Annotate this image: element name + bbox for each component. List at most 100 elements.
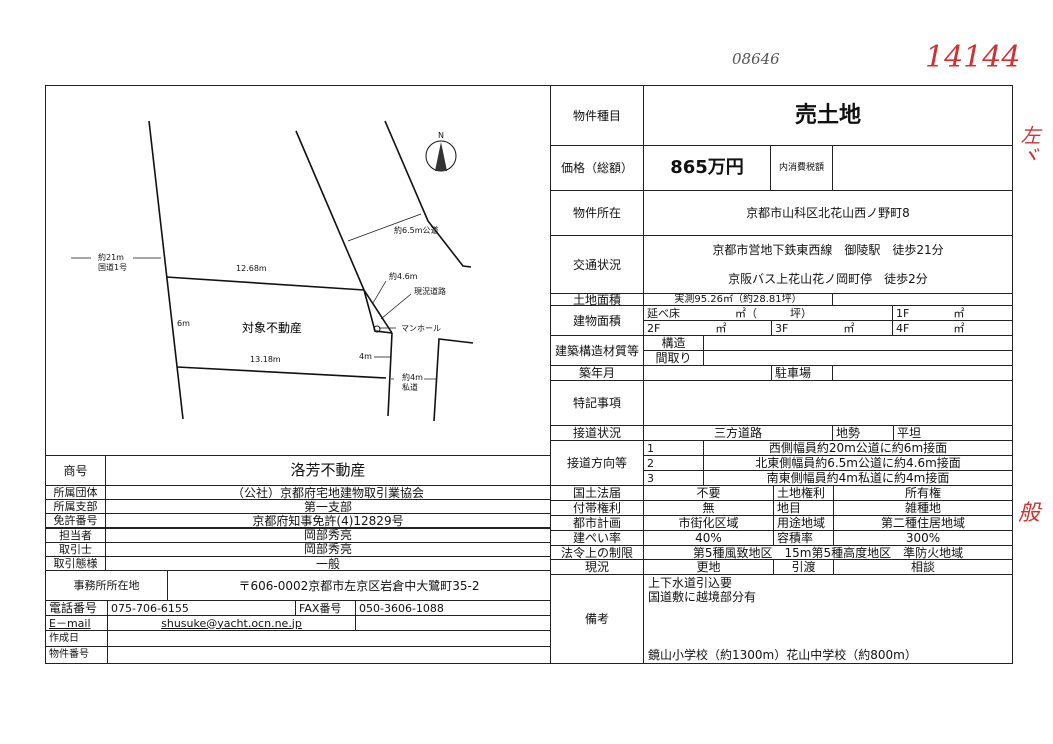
parking-label: 駐車場 xyxy=(771,365,833,381)
remarks-label: 備考 xyxy=(550,574,644,664)
grid-label: 都市計画 xyxy=(550,515,644,531)
agent-row-value: 岡部秀亮 xyxy=(105,541,551,557)
grid-value: 不要 xyxy=(643,485,774,501)
floor-1f: 1F ㎡ xyxy=(892,305,1013,321)
layout-value xyxy=(703,350,1013,366)
property-type: 売土地 xyxy=(643,85,1013,146)
handwritten-note: 左ヾ xyxy=(1017,125,1041,165)
created-value xyxy=(107,630,551,647)
number-value xyxy=(107,646,551,664)
grid-label: 付帯権利 xyxy=(550,500,644,516)
parking-value xyxy=(832,365,1013,381)
grid-label: 国土法届 xyxy=(550,485,644,501)
north-label: N xyxy=(438,131,444,140)
label-bottom-length: 13.18m xyxy=(250,355,281,364)
agent-name: 洛芳不動産 xyxy=(105,455,551,486)
agent-row-label: 所属支部 xyxy=(45,499,106,515)
road-dir-label: 接道方向等 xyxy=(550,440,644,486)
grid-label: 建ぺい率 xyxy=(550,530,644,546)
agent-name-label: 商号 xyxy=(45,455,106,486)
legal-restrictions: 第5種風致地区 15m第5種高度地区 準防火地域 xyxy=(643,545,1013,560)
manhole-icon xyxy=(373,325,381,333)
road-status: 三方道路 xyxy=(643,425,833,441)
office-label: 事務所所在地 xyxy=(45,570,168,601)
legal-label: 法令上の制限 xyxy=(550,545,644,560)
road-desc: 北東側幅員約6.5m公道に約4.6m接面 xyxy=(703,455,1013,471)
grid-value: 所有権 xyxy=(833,485,1013,501)
status-label: 現況 xyxy=(550,559,644,575)
tax-label: 内消費税額 xyxy=(770,145,833,191)
tel-label: 電話番号 xyxy=(45,600,108,616)
handwritten-ref: 08646 xyxy=(732,50,780,68)
agent-row-label: 担当者 xyxy=(45,527,106,543)
handwritten-general: 般 xyxy=(1018,501,1041,526)
label-se-side: 4m xyxy=(359,352,372,361)
road-desc: 南東側幅員約4m私道に約4m接面 xyxy=(703,470,1013,486)
label-frontage-ne: 約4.6m xyxy=(389,271,418,281)
floor-4f: 4F ㎡ xyxy=(892,320,1013,336)
special-value xyxy=(643,380,1013,426)
site-map-panel: N 約6.5m公道 約21m 国道1号 12.68m 約4.6m 現況道路 マン… xyxy=(45,85,551,456)
grid-value: 第二種住居地域 xyxy=(833,515,1013,531)
agent-row-value: （公社）京都府宅地建物取引業協会 xyxy=(105,485,551,500)
tax-value xyxy=(832,145,1013,191)
remarks: 上下水道引込要 国道敷に越境部分有 鏡山小学校（約1300m）花山中学校（約80… xyxy=(643,574,1013,664)
location: 京都市山科区北花山西ノ野町8 xyxy=(643,190,1013,236)
email-link[interactable]: shusuke@yacht.ocn.ne.jp xyxy=(107,615,356,631)
label-road-se-width: 約4m xyxy=(402,372,423,382)
label-subject-property: 対象不動産 xyxy=(242,320,302,335)
built-label: 築年月 xyxy=(550,365,644,381)
type-label: 物件種目 xyxy=(550,85,644,146)
floor-2f: 2F ㎡ xyxy=(643,320,772,336)
agent-row-value: 京都府知事免許(4)12829号 xyxy=(105,513,551,529)
grid-value: 40% xyxy=(643,530,774,546)
agent-row-label: 取引士 xyxy=(45,541,106,557)
handwritten-id: 14144 xyxy=(925,40,1021,75)
fax-label: FAX番号 xyxy=(295,600,356,616)
access-label: 交通状況 xyxy=(550,235,644,294)
grid-value: 300% xyxy=(833,530,1013,546)
tel: 075-706-6155 xyxy=(107,600,296,616)
road-status-label: 接道状況 xyxy=(550,425,644,441)
label-road-west-width: 約21m xyxy=(98,252,124,262)
grid-label: 用途地域 xyxy=(773,515,834,531)
label-frontage-top: 12.68m xyxy=(236,264,267,273)
handover: 相談 xyxy=(833,559,1013,575)
remark-line: 国道敷に越境部分有 xyxy=(648,590,757,604)
label-west-side: 6m xyxy=(177,319,190,328)
access-line: 京都市営地下鉄東西線 御陵駅 徒歩21分 xyxy=(712,243,944,258)
created-label: 作成日 xyxy=(45,630,108,647)
agent-row-value: 第一支部 xyxy=(105,499,551,515)
office-address: 〒606-0002京都市左京区岩倉中大鷺町35-2 xyxy=(167,570,551,601)
label-current-road: 現況道路 xyxy=(414,286,446,296)
agent-row-label: 所属団体 xyxy=(45,485,106,500)
road-no: 2 xyxy=(643,455,704,471)
layout-sub-label: 間取り xyxy=(643,350,704,366)
structure-label: 建築構造材質等 xyxy=(550,335,644,366)
label-road-se-type: 私道 xyxy=(402,382,418,392)
terrain: 平坦 xyxy=(893,425,1013,441)
price: 865万円 xyxy=(643,145,771,191)
label-road-ne: 約6.5m公道 xyxy=(394,225,439,235)
north-arrow-icon: N xyxy=(425,131,457,172)
structure-value xyxy=(703,335,1013,351)
remark-line: 鏡山小学校（約1300m）花山中学校（約800m） xyxy=(648,648,917,662)
handover-label: 引渡 xyxy=(773,559,834,575)
grid-label: 容積率 xyxy=(773,530,834,546)
special-label: 特記事項 xyxy=(550,380,644,426)
site-map: N 約6.5m公道 約21m 国道1号 12.68m 約4.6m 現況道路 マン… xyxy=(71,120,474,422)
agent-row-value: 岡部秀亮 xyxy=(105,527,551,543)
label-road-west-name: 国道1号 xyxy=(98,262,127,272)
label-manhole: マンホール xyxy=(401,324,441,333)
agent-row-label: 免許番号 xyxy=(45,513,106,529)
floor-total: 延べ床 ㎡（ 坪） xyxy=(643,305,893,321)
agent-row-label: 取引態様 xyxy=(45,556,106,571)
access-line: 京阪バス上花山花ノ岡町停 徒歩2分 xyxy=(728,271,928,286)
grid-value: 無 xyxy=(643,500,774,516)
structure-sub-label: 構造 xyxy=(643,335,704,351)
floor-3f: 3F ㎡ xyxy=(771,320,893,336)
road-no: 3 xyxy=(643,470,704,486)
road-desc: 西側幅員約20m公道に約6m接面 xyxy=(703,440,1013,456)
price-label: 価格（総額） xyxy=(550,145,644,191)
